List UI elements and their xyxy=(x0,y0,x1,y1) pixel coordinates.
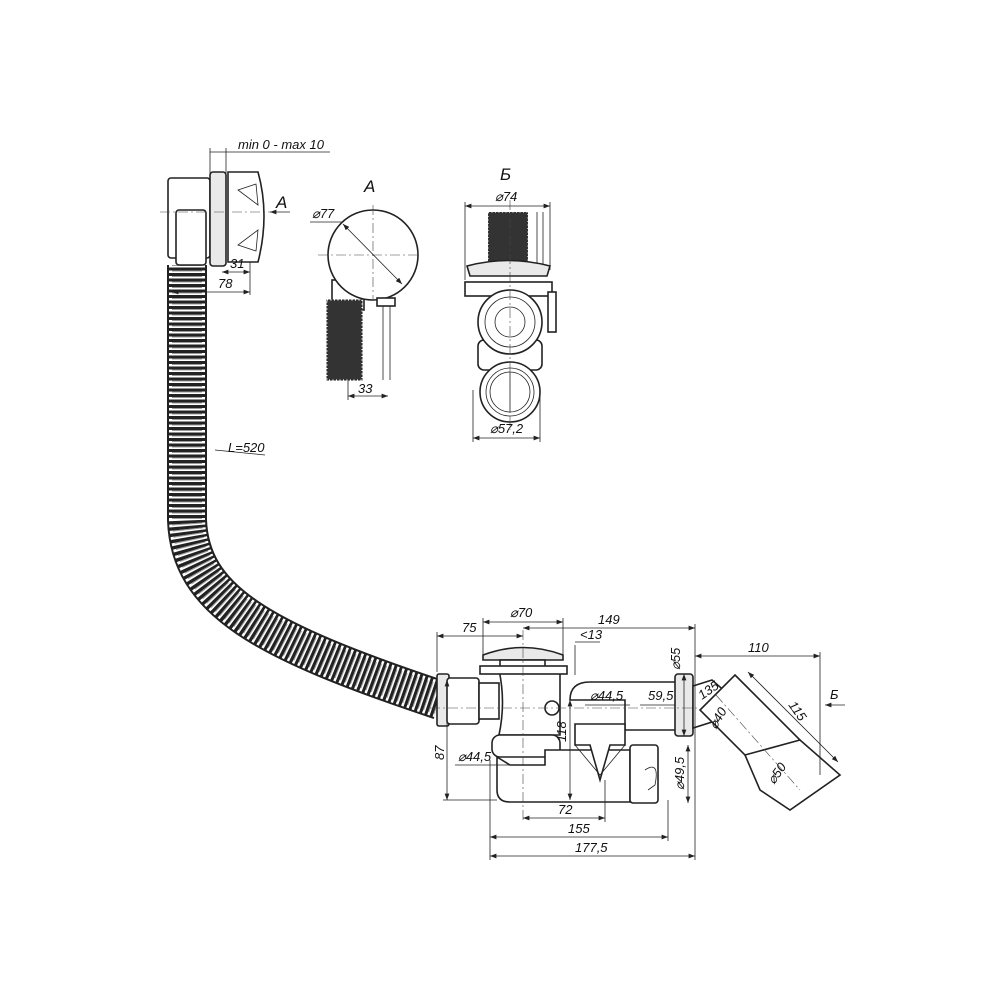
overflow-dimensions: min 0 - max 10 A 31 78 L=520 xyxy=(172,137,330,456)
dim-75: 75 xyxy=(462,620,477,635)
dim-78: 78 xyxy=(218,276,233,291)
dim-149: 149 xyxy=(598,612,620,627)
dim-min-max: min 0 - max 10 xyxy=(238,137,325,152)
dim-13: <13 xyxy=(580,627,603,642)
view-marker-a: A xyxy=(275,193,287,212)
view-b-diameter-bottom: ⌀57,2 xyxy=(490,421,524,436)
dim-110: 110 xyxy=(748,640,769,655)
dim-inlet-diameter: ⌀44,5 xyxy=(458,749,492,764)
dim-pipe-diameter: ⌀44,5 xyxy=(590,688,624,703)
view-b: Б ⌀74 ⌀57,2 xyxy=(464,165,557,442)
dim-31: 31 xyxy=(230,256,244,271)
dim-87: 87 xyxy=(432,745,447,760)
dim-49-5: ⌀49,5 xyxy=(672,756,687,790)
dim-177-5: 177,5 xyxy=(575,840,608,855)
view-b-title: Б xyxy=(500,165,511,184)
view-a-diameter: ⌀77 xyxy=(312,206,335,221)
hose-length: L=520 xyxy=(228,440,265,455)
view-a: ⌀77 A 33 xyxy=(310,177,420,400)
view-a-offset: 33 xyxy=(358,381,373,396)
dim-118: 118 xyxy=(554,721,569,742)
view-b-diameter-top: ⌀74 xyxy=(495,189,517,204)
view-marker-b: Б xyxy=(830,687,839,702)
flexible-hose xyxy=(167,265,447,719)
dim-155: 155 xyxy=(568,821,590,836)
dim-72: 72 xyxy=(558,802,573,817)
dim-115: 115 xyxy=(786,698,811,724)
dim-plug-diameter: ⌀70 xyxy=(510,605,533,620)
view-a-title: A xyxy=(363,177,375,196)
dim-55: ⌀55 xyxy=(668,647,683,670)
overflow-head xyxy=(160,171,275,267)
siphon-body xyxy=(430,630,842,820)
dim-59-5: 59,5 xyxy=(648,688,674,703)
